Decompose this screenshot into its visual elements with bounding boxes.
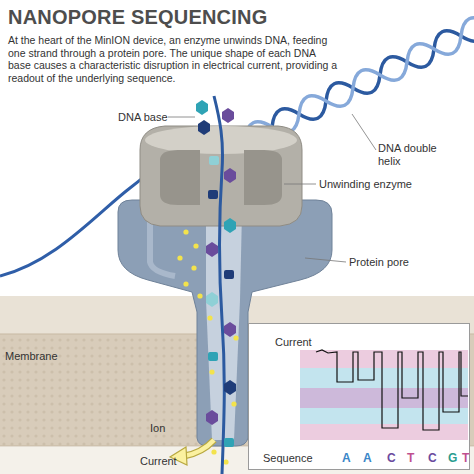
title: NANOPORE SEQUENCING — [8, 6, 267, 29]
part-label: Current — [140, 455, 177, 468]
ion — [223, 459, 228, 464]
dna-base — [206, 410, 218, 425]
leader-line — [284, 184, 316, 185]
dna-base — [224, 270, 234, 279]
ion — [209, 369, 214, 374]
leader-line — [305, 258, 346, 262]
dna-base — [196, 100, 208, 115]
dna-base — [224, 168, 236, 183]
caption: At the heart of the MinION device, an en… — [8, 34, 340, 84]
current-trace — [316, 350, 468, 430]
base-letter: T — [407, 451, 414, 465]
part-label: DNA base — [118, 111, 168, 124]
dna-base — [208, 352, 218, 361]
part-label: Ion — [150, 422, 165, 435]
dna-base — [208, 190, 218, 199]
base-letter: A — [342, 451, 351, 465]
dna-base — [222, 108, 234, 123]
dna-base — [198, 120, 210, 135]
dna-bases — [196, 100, 236, 447]
ion — [197, 293, 202, 298]
ion-dots — [177, 229, 238, 464]
current-arrow — [184, 440, 214, 456]
base-letter: G — [448, 451, 457, 465]
ion — [191, 265, 196, 270]
ion — [207, 315, 212, 320]
part-label: Protein pore — [349, 256, 409, 269]
inset-chart-panel: CurrentSequenceAACTCGT — [248, 323, 470, 470]
current-arrow — [184, 440, 214, 456]
ion — [177, 255, 182, 260]
enzyme-lobe — [244, 150, 282, 205]
dna-base — [224, 438, 234, 447]
ion — [193, 243, 198, 248]
part-label: Membrane — [5, 350, 58, 363]
signal-band — [300, 424, 468, 440]
dna-base — [206, 292, 218, 307]
ion — [231, 401, 236, 406]
part-label: Unwinding enzyme — [319, 178, 412, 191]
dna-base — [224, 322, 236, 337]
leader-line — [352, 114, 376, 150]
ion — [233, 335, 238, 340]
part-label: DNA double helix — [378, 142, 450, 167]
ion — [183, 281, 188, 286]
base-letter: C — [428, 451, 437, 465]
dna-base — [224, 218, 236, 233]
enzyme-lobe — [160, 150, 200, 205]
axis-label: Sequence — [263, 452, 313, 464]
base-letter: C — [387, 451, 396, 465]
base-letter: A — [363, 451, 372, 465]
dna-base — [206, 242, 218, 257]
base-letter: T — [462, 451, 469, 465]
dna-base — [224, 380, 236, 395]
inset-background — [248, 323, 470, 470]
ion — [183, 229, 188, 234]
dna-base — [209, 156, 219, 165]
leader-line — [168, 117, 195, 118]
ion — [211, 449, 216, 454]
axis-label: Current — [275, 336, 312, 348]
